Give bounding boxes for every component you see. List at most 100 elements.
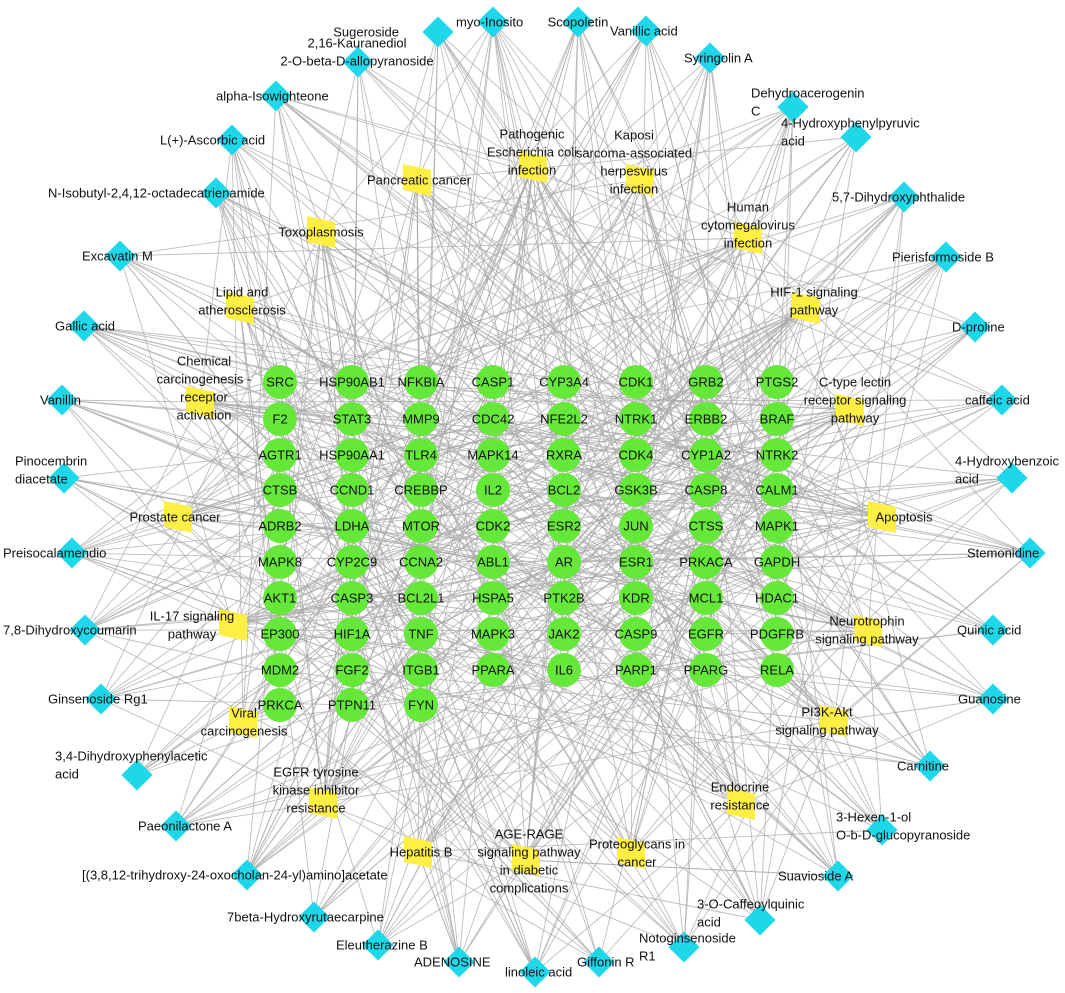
compound-pathway-edge — [100, 698, 324, 804]
compound-pathway-edge — [231, 139, 851, 411]
compound-pathway-edge — [867, 630, 883, 831]
target-label: HSPA5 — [472, 591, 514, 606]
target-label: MTOR — [402, 519, 440, 534]
compound-pathway-edge — [119, 237, 749, 257]
pathway-label: Toxoplasmosis — [278, 225, 364, 240]
compound-label: myo-Inosito — [456, 15, 523, 30]
pathway-target-edge — [532, 166, 707, 456]
target-node — [263, 438, 297, 472]
compound-target-edge — [175, 597, 494, 827]
compound-label: Vanillin — [40, 393, 81, 408]
compound-target-edge — [437, 31, 565, 671]
target-node — [689, 402, 723, 436]
compound-node — [443, 946, 475, 978]
compound-pathway-edge — [747, 237, 1031, 554]
target-node — [476, 365, 510, 399]
compound-label: Syringolin A — [684, 51, 753, 66]
pathway-target-edge — [525, 381, 778, 861]
target-label: CDK2 — [476, 519, 511, 534]
pathway-target-edge — [417, 669, 637, 853]
compound-pathway-edge — [881, 256, 947, 518]
target-node — [263, 617, 297, 651]
compound-pathway-edge — [84, 629, 527, 861]
pathway-node — [626, 164, 654, 196]
target-label: HSP90AB1 — [319, 375, 385, 390]
compound-target-edge — [563, 136, 857, 383]
pathway-node — [836, 394, 864, 426]
compound-label: Preisocalamendio — [3, 546, 106, 561]
compound-target-edge — [776, 454, 1031, 554]
pathway-target-edge — [279, 381, 527, 861]
target-node — [404, 617, 438, 651]
compound-node — [260, 80, 292, 112]
compound-node — [986, 384, 1018, 416]
pathway-target-edge — [525, 454, 778, 861]
pathway-target-edge — [635, 454, 883, 518]
compound-target-edge — [246, 381, 494, 876]
target-node — [619, 545, 653, 579]
pathway-target-edge — [420, 166, 534, 420]
compound-label: Scopoletin — [548, 15, 609, 30]
compound-target-edge — [215, 192, 281, 383]
compound-pathway-edge — [100, 307, 807, 700]
target-label: CTSB — [263, 483, 298, 498]
compound-target-edge — [100, 489, 281, 700]
compound-pathway-edge — [177, 57, 711, 518]
pathway-target-edge — [532, 166, 637, 527]
compound-target-edge — [420, 704, 931, 767]
compound-pathway-edge — [119, 179, 641, 257]
target-node — [619, 438, 653, 472]
pathway-node — [404, 836, 432, 868]
pathway-target-edge — [563, 307, 807, 420]
compound-pathway-edge — [492, 21, 534, 168]
compound-target-edge — [759, 597, 778, 921]
target-node — [404, 438, 438, 472]
compound-label: Sugeroside — [333, 25, 399, 40]
compound-label: N-Isobutyl-2,4,12-octadecatrienamide — [48, 186, 265, 201]
compound-target-edge — [275, 95, 353, 456]
target-node — [404, 365, 438, 399]
compound-pathway-edge — [833, 698, 994, 722]
compound-pathway-edge — [630, 477, 1013, 854]
compound-label: Ginsenoside Rg1 — [48, 692, 148, 707]
compound-target-edge — [492, 633, 685, 948]
target-node — [404, 402, 438, 436]
compound-pathway-edge — [322, 802, 685, 948]
target-node — [404, 688, 438, 722]
compound-pathway-edge — [417, 851, 460, 963]
compound-pathway-edge — [598, 803, 742, 963]
target-label: AKT1 — [264, 591, 297, 606]
compound-pathway-edge — [577, 21, 869, 632]
target-node — [476, 545, 510, 579]
compound-label: Vanillic acid — [610, 24, 678, 39]
compound-label: caffeic acid — [965, 393, 1030, 408]
target-label: PTGS2 — [756, 375, 799, 390]
compound-label: Stemonidine — [967, 546, 1039, 561]
pathway-node — [617, 837, 645, 869]
target-label: CASP3 — [331, 591, 374, 606]
pathway-target-edge — [420, 179, 641, 527]
target-node — [335, 473, 369, 507]
target-label: CYP3A4 — [539, 375, 589, 390]
target-label: MAPK8 — [258, 555, 302, 570]
pathway-node — [307, 216, 335, 248]
pathway-target-edge — [776, 516, 883, 671]
compound-label: 7,8-Dihydroxycoumarin — [3, 623, 137, 638]
pathway-label: Pancreatic cancer — [367, 173, 472, 188]
compound-label: linoleic acid — [505, 965, 572, 980]
compound-target-edge — [279, 381, 883, 831]
compound-pathway-edge — [437, 31, 869, 632]
pathway-label: Hepatitis B — [390, 845, 453, 860]
compound-pathway-edge — [645, 30, 883, 518]
target-node — [335, 653, 369, 687]
pathway-node — [734, 222, 762, 254]
compound-target-edge — [420, 21, 579, 420]
compound-target-edge — [420, 669, 536, 973]
compound-node — [996, 462, 1028, 494]
